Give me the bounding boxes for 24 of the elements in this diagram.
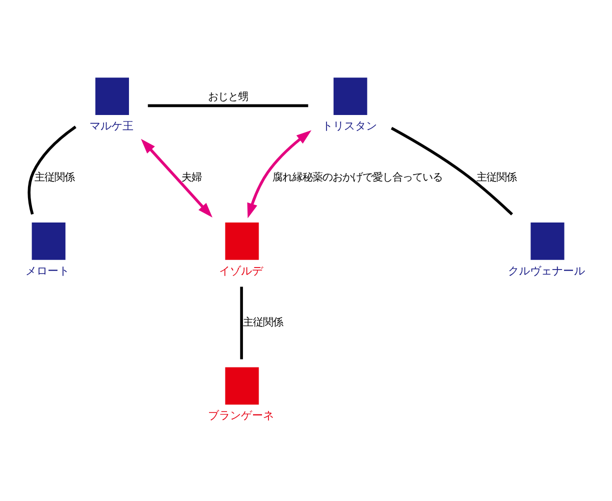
- edge-label: 主従関係: [476, 172, 517, 184]
- connector: [240, 286, 243, 360]
- arrow: [247, 130, 312, 218]
- edge-label: おじと甥: [208, 90, 248, 103]
- node-label: トリスタン: [322, 120, 377, 133]
- node-box: [95, 78, 129, 116]
- node-label: イゾルデ: [219, 264, 264, 278]
- arrow: [140, 138, 212, 218]
- node-box: [334, 78, 368, 116]
- connector: [148, 104, 308, 108]
- node-box: [530, 222, 564, 260]
- edge-label: 腐れ縁秘薬のおかげで愛し合っている: [272, 172, 442, 184]
- node-box: [32, 222, 66, 260]
- node-label: クルヴェナール: [508, 264, 585, 278]
- connector: [28, 126, 76, 215]
- node-label: ブランゲーネ: [208, 409, 274, 422]
- edge-label: 主従関係: [34, 172, 75, 184]
- connector: [390, 126, 514, 216]
- node-box: [225, 367, 259, 405]
- node-label: メロート: [26, 264, 70, 278]
- edge-label: 夫婦: [182, 172, 202, 184]
- node-label: マルケ王: [89, 120, 134, 133]
- node-box: [225, 222, 259, 260]
- edge-label: 主従関係: [243, 316, 284, 329]
